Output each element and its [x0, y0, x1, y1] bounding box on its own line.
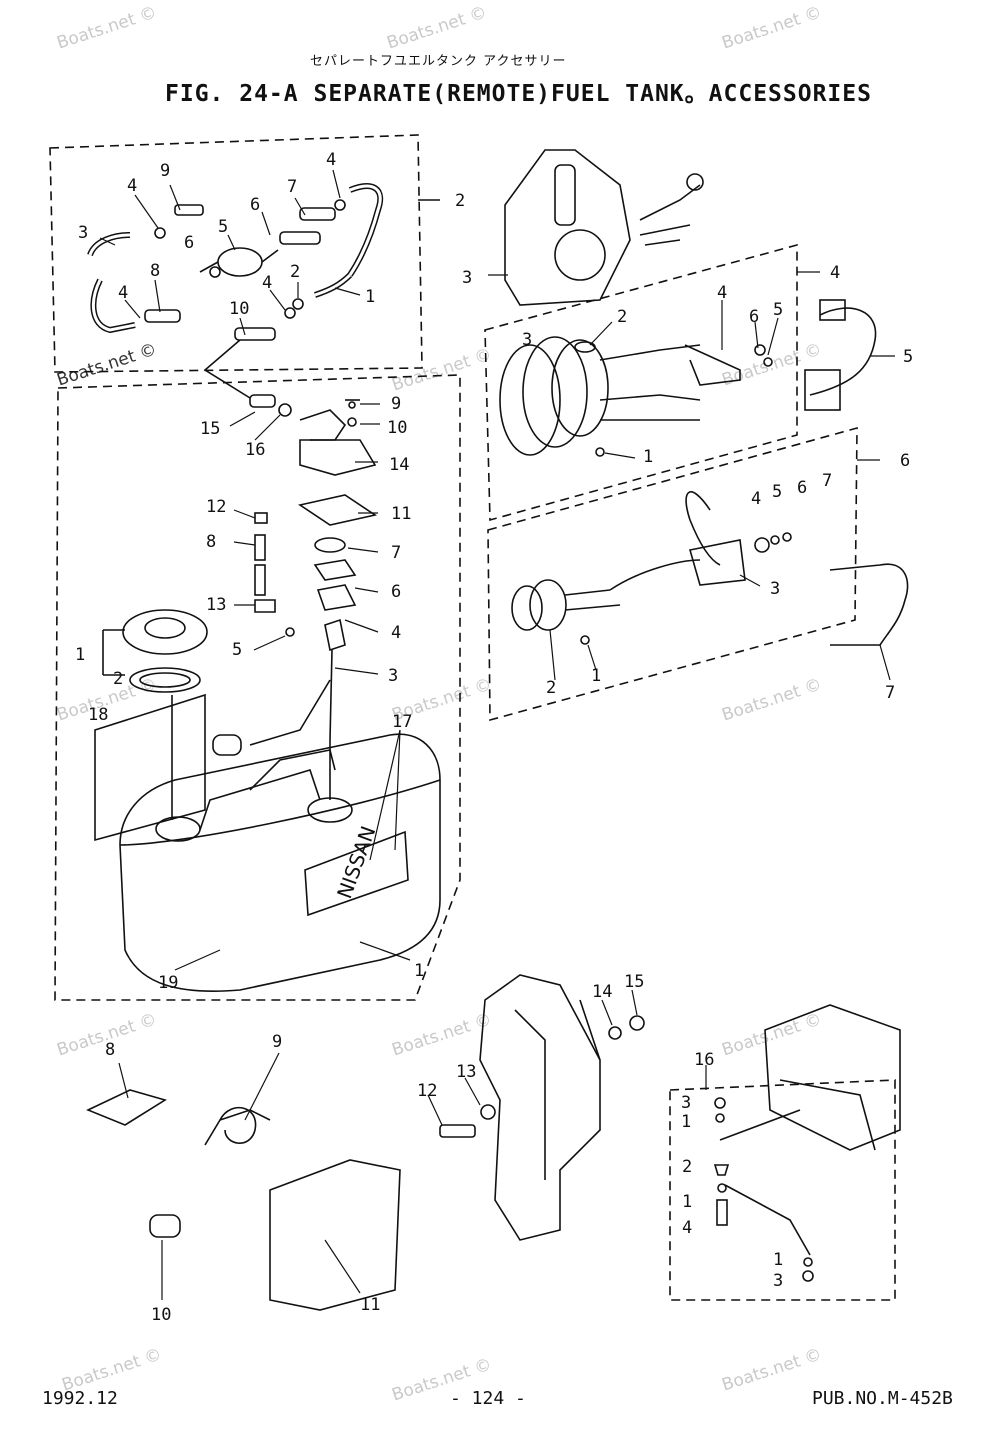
callout-number: 2	[455, 191, 465, 211]
callout-number: 6	[391, 582, 401, 602]
callout-number: 6	[797, 478, 807, 498]
fuel-tank-group	[54, 374, 461, 1001]
callout-number: 17	[392, 712, 412, 732]
callout-number: 2	[113, 669, 123, 689]
callout-number: 8	[105, 1040, 115, 1060]
loose-parts-group	[86, 1089, 401, 1311]
callout-number: 1	[591, 666, 601, 686]
callout-number: 12	[417, 1081, 437, 1101]
callout-number: 4	[717, 283, 727, 303]
callout-number: 9	[272, 1032, 282, 1052]
callout-number: 13	[456, 1062, 476, 1082]
callout-number: 19	[158, 973, 178, 993]
callout-number: 1	[365, 287, 375, 307]
callout-number: 18	[88, 705, 108, 725]
callout-number: 6	[900, 451, 910, 471]
page-subtitle-japanese: セパレートフユエルタンク アクセサリー	[310, 54, 567, 69]
callout-number: 1	[643, 447, 653, 467]
callout-number: 10	[229, 299, 249, 319]
callout-number: 4	[118, 283, 128, 303]
callout-number: 10	[387, 418, 407, 438]
callout-number: 5	[218, 217, 228, 237]
callout-number: 8	[206, 532, 216, 552]
callout-number: 12	[206, 497, 226, 517]
callout-number: 7	[822, 471, 832, 491]
callout-number: 2	[546, 678, 556, 698]
callout-number: 1	[414, 961, 424, 981]
callout-number: 9	[160, 161, 170, 181]
callout-number: 13	[206, 595, 226, 615]
callout-number: 1	[75, 645, 85, 665]
callout-number: 11	[360, 1295, 380, 1315]
callout-number: 4	[682, 1218, 692, 1238]
callout-number: 6	[250, 195, 260, 215]
callout-number: 9	[391, 394, 401, 414]
callout-number: 3	[462, 268, 472, 288]
callout-number: 4	[751, 489, 761, 509]
callout-number: 14	[592, 982, 612, 1002]
callout-number: 5	[903, 347, 913, 367]
callout-number: 2	[617, 307, 627, 327]
callout-number: 3	[388, 666, 398, 686]
tank-brand-label: NISSAN	[332, 823, 380, 902]
hour-meter-group	[487, 426, 909, 722]
leader-lines	[99, 169, 895, 1300]
callout-number: 3	[522, 330, 532, 350]
callout-number: 4	[326, 150, 336, 170]
callout-number: 1	[773, 1250, 783, 1270]
callout-number: 14	[389, 455, 409, 475]
callout-number: 3	[78, 223, 88, 243]
callout-number: 2	[682, 1157, 692, 1177]
callout-number: 11	[391, 504, 411, 524]
callout-number: 3	[773, 1271, 783, 1291]
callout-number: 16	[245, 440, 265, 460]
callout-number: 7	[885, 683, 895, 703]
callout-number: 10	[151, 1305, 171, 1325]
callout-number: 15	[624, 972, 644, 992]
callout-number: 1	[682, 1192, 692, 1212]
callout-number: 4	[127, 176, 137, 196]
callout-number: 8	[150, 261, 160, 281]
callout-number: 16	[694, 1050, 714, 1070]
callout-number: 4	[830, 263, 840, 283]
callout-number: 6	[184, 233, 194, 253]
callout-number: 4	[262, 273, 272, 293]
callout-number: 4	[391, 623, 401, 643]
callout-number: 2	[290, 262, 300, 282]
callout-number: 5	[232, 640, 242, 660]
callout-number: 7	[391, 543, 401, 563]
page-title: FIG. 24-A SEPARATE(REMOTE)FUEL TANK。ACCE…	[165, 81, 872, 107]
ground-cable-group	[669, 1004, 901, 1301]
callout-number: 15	[200, 419, 220, 439]
callout-number: 3	[770, 579, 780, 599]
callout-number: 7	[287, 177, 297, 197]
callout-number: 3	[681, 1093, 691, 1113]
callout-number: 5	[772, 482, 782, 502]
remote-control-group	[484, 149, 877, 522]
footer-date: 1992.12	[42, 1388, 118, 1409]
fuel-hose-group	[49, 134, 440, 399]
callout-number: 6	[749, 307, 759, 327]
footer-publication-number: PUB.NO.M-452B	[812, 1388, 953, 1409]
footer-page-number: - 124 -	[450, 1388, 526, 1409]
callout-number: 1	[681, 1112, 691, 1132]
callout-number: 5	[773, 300, 783, 320]
bracket-group	[439, 974, 645, 1241]
